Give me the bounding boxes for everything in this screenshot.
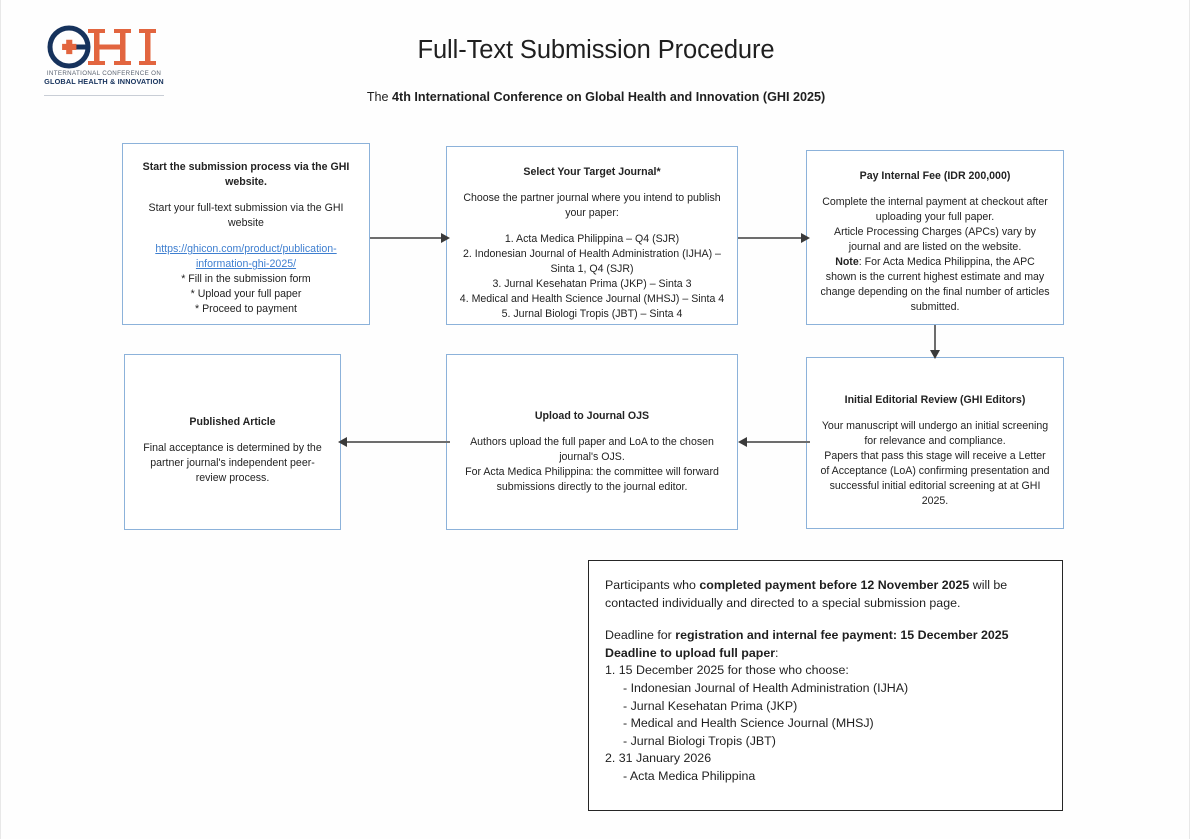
arrow-head-right-icon	[801, 232, 810, 243]
flow-box-pay-internal-fee: Pay Internal Fee (IDR 200,000) Complete …	[806, 150, 1064, 325]
medical-cross-icon	[62, 39, 77, 55]
notice-p1-bold: completed payment before 12 November 202…	[699, 578, 970, 592]
notice-p1-a: Participants who	[605, 578, 700, 592]
box5-heading: Upload to Journal OJS	[534, 410, 650, 422]
box4-body-1: Your manuscript will undergo an initial …	[821, 420, 1049, 448]
flow-box-start-submission: Start the submission process via the GHI…	[122, 143, 370, 325]
box4-heading: Initial Editorial Review (GHI Editors)	[844, 394, 1026, 406]
flow-box-published-article: Published Article Final acceptance is de…	[124, 354, 341, 530]
logo-mark	[42, 24, 166, 70]
logo-divider	[44, 95, 164, 96]
box5-body-1: Authors upload the full paper and LoA to…	[470, 436, 714, 464]
box2-body: Choose the partner journal where you int…	[463, 192, 721, 220]
logo-tagline-line2: GLOBAL HEALTH & INNOVATION	[44, 77, 164, 87]
arrow-shaft	[370, 237, 442, 239]
deadline-notice-box: Participants who completed payment befor…	[588, 560, 1063, 811]
notice-p2-bold: registration and internal fee payment: 1…	[675, 628, 1009, 643]
box3-heading: Pay Internal Fee (IDR 200,000)	[859, 170, 1011, 182]
box2-heading: Select Your Target Journal*	[523, 166, 661, 178]
logo-tagline: INTERNATIONAL CONFERENCE ON GLOBAL HEALT…	[42, 70, 166, 87]
box1-heading: Start the submission process via the GHI…	[142, 161, 350, 189]
arrow-box1-to-box2	[370, 231, 450, 245]
flow-box-select-journal: Select Your Target Journal* Choose the p…	[446, 146, 738, 325]
box5-body-2: For Acta Medica Philippina: the committe…	[465, 466, 719, 494]
box1-body: Start your full-text submission via the …	[148, 202, 344, 230]
notice-spacer	[605, 612, 1046, 627]
arrow-head-right-icon	[441, 232, 450, 243]
notice-deadline-sub-1: - Indonesian Journal of Health Administr…	[623, 681, 909, 696]
flow-box-initial-editorial-review: Initial Editorial Review (GHI Editors) Y…	[806, 357, 1064, 529]
journal-item-3: 3. Jurnal Kesehatan Prima (JKP) – Sinta …	[492, 278, 692, 291]
arrow-shaft	[738, 237, 802, 239]
arrow-shaft	[746, 441, 810, 443]
subtitle-conference-name: 4th International Conference on Global H…	[392, 90, 826, 104]
arrow-head-down-icon	[929, 350, 940, 359]
notice-paragraph-3: Deadline to upload full paper:	[605, 645, 1046, 663]
box1-bullet-2: * Upload your full paper	[190, 288, 302, 301]
logo-graphic	[47, 25, 156, 69]
arrow-head-left-icon	[738, 436, 747, 447]
journal-item-1: 1. Acta Medica Philippina – Q4 (SJR)	[504, 233, 680, 246]
box6-body: Final acceptance is determined by the pa…	[143, 442, 322, 485]
ghi-logo: INTERNATIONAL CONFERENCE ON GLOBAL HEALT…	[42, 24, 166, 98]
arrow-shaft	[346, 441, 450, 443]
notice-deadline-sub-5: - Acta Medica Philippina	[623, 769, 756, 784]
box4-body-2: Papers that pass this stage will receive…	[820, 450, 1050, 508]
notice-deadline-sub-2: - Jurnal Kesehatan Prima (JKP)	[623, 698, 798, 713]
notice-deadline-item-2: 2. 31 January 2026	[605, 751, 712, 766]
notice-deadline-item-1: 1. 15 December 2025 for those who choose…	[605, 663, 849, 678]
box1-bullet-1: * Fill in the submission form	[181, 273, 311, 286]
arrow-box4-to-box5	[738, 435, 810, 449]
logo-tagline-line1: INTERNATIONAL CONFERENCE ON	[46, 70, 162, 77]
notice-p3-colon: :	[775, 645, 779, 660]
notice-p3-bold: Deadline to upload full paper	[605, 645, 776, 660]
notice-deadline-sub-4: - Jurnal Biologi Tropis (JBT)	[623, 733, 776, 748]
arrow-head-left-icon	[338, 436, 347, 447]
page-title: Full-Text Submission Procedure	[417, 36, 775, 64]
notice-p2-a: Deadline for	[605, 628, 676, 643]
arrow-box5-to-box6	[338, 435, 450, 449]
box3-note-label: Note	[835, 256, 859, 269]
subtitle-prefix: The	[366, 90, 393, 104]
notice-p1-c: will be contacted individually and direc…	[605, 578, 1008, 610]
journal-item-5: 5. Jurnal Biologi Tropis (JBT) – Sinta 4	[501, 308, 683, 321]
box6-heading: Published Article	[189, 416, 276, 428]
box3-note: Note: For Acta Medica Philippina, the AP…	[819, 255, 1051, 315]
journal-item-2: 2. Indonesian Journal of Health Administ…	[463, 248, 721, 276]
page-subtitle: The 4th International Conference on Glob…	[1, 90, 1190, 104]
box3-body-1: Complete the internal payment at checkou…	[822, 196, 1048, 224]
arrow-box2-to-box3	[738, 231, 810, 245]
arrow-shaft	[934, 325, 936, 351]
notice-deadline-sub-3: - Medical and Health Science Journal (MH…	[623, 716, 874, 731]
submission-link[interactable]: https://ghicon.com/product/publication-i…	[155, 243, 337, 271]
journal-item-4: 4. Medical and Health Science Journal (M…	[459, 293, 725, 306]
notice-paragraph-1: Participants who completed payment befor…	[605, 577, 1046, 612]
flow-box-upload-to-ojs: Upload to Journal OJS Authors upload the…	[446, 354, 738, 530]
box1-bullet-3: * Proceed to payment	[195, 303, 297, 316]
arrow-box3-to-box4	[928, 325, 942, 359]
notice-paragraph-2: Deadline for registration and internal f…	[605, 627, 1046, 645]
box3-note-text: : For Acta Medica Philippina, the APC sh…	[820, 256, 1050, 314]
box3-body-2: Article Processing Charges (APCs) vary b…	[834, 226, 1036, 254]
